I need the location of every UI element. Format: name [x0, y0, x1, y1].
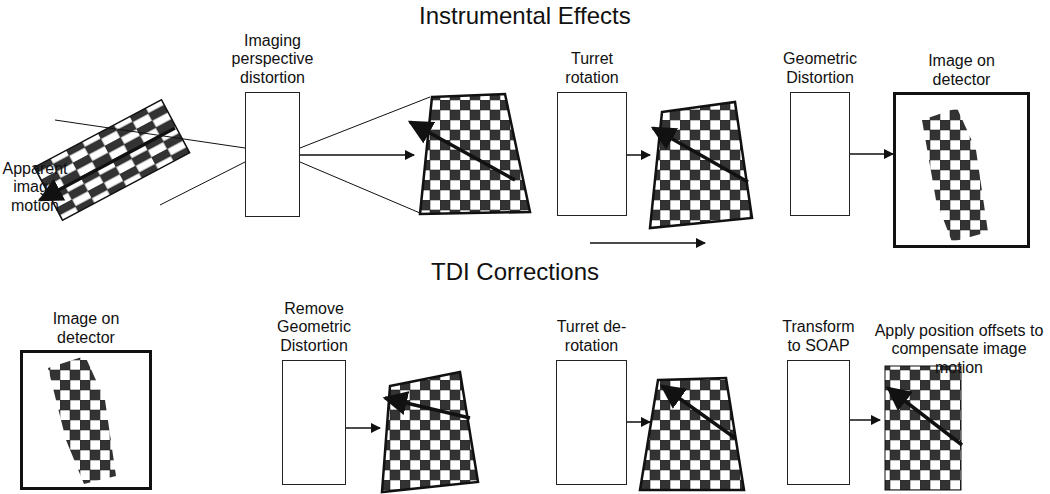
box-heading: Image on detector	[912, 52, 1012, 89]
annotation: Apply position offsets to compensate ima…	[870, 322, 1048, 377]
process-box: Transform to SOAP	[787, 360, 850, 485]
box-heading: Remove Geometric Distortion	[269, 300, 359, 355]
diagram-title: Instrumental Effects	[419, 2, 631, 30]
detector-frame: Image on detector	[20, 350, 152, 490]
process-box: Remove Geometric Distortion	[282, 360, 346, 485]
box-heading: Turret de-rotation	[547, 318, 637, 355]
box-heading: Geometric Distortion	[770, 50, 870, 87]
process-box: Geometric Distortion	[790, 92, 850, 216]
box-heading: Imaging perspective distortion	[208, 32, 338, 87]
annotation: Apparent image motion	[2, 160, 68, 215]
box-heading: Image on detector	[36, 310, 136, 347]
box-heading: Transform to SOAP	[774, 318, 864, 355]
process-box: Turret rotation	[557, 92, 627, 216]
detector-frame: Image on detector	[893, 92, 1030, 248]
flow-arrow	[850, 153, 893, 155]
process-box: Turret de-rotation	[556, 360, 627, 485]
process-box: Imaging perspective distortion	[245, 92, 300, 217]
box-heading: Turret rotation	[547, 50, 637, 87]
section-title: TDI Corrections	[431, 258, 599, 286]
